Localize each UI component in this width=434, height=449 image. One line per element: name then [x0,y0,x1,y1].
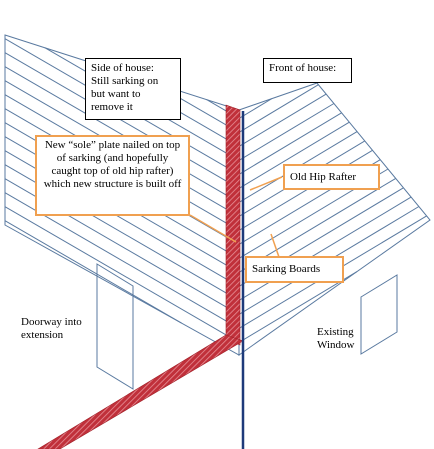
sarking-board-line [238,84,319,133]
side-of-house-label: Side of house: Still sarking on but want… [85,58,181,120]
front-of-house-text: Front of house: [269,62,337,74]
hip-rafter-leader [249,176,283,191]
sarking-board-line [238,112,342,175]
side-of-house-text: Side of house: Still sarking on but want… [91,62,159,113]
sarking-leader [270,233,281,261]
doorway-outline [96,263,134,390]
existing-window-label: Existing Window [317,326,365,352]
sole-plate-leader [189,214,237,243]
existing-window-text: Existing Window [317,326,355,351]
doorway-label: Doorway into extension [21,316,99,342]
sole-plate-label: New “sole” plate nailed on top of sarkin… [35,135,190,216]
window-outline [360,274,398,355]
sarking-board-line [238,103,335,161]
sarking-board-line [238,121,350,189]
sarking-board-line [238,149,373,231]
front-sarking-boards [238,84,427,343]
sole-plate-text: New “sole” plate nailed on top of sarkin… [43,139,182,190]
sarking-board-line [238,196,412,301]
sarking-board-line [4,220,182,324]
sarking-board-line [4,52,240,189]
old-hip-rafter-label: Old Hip Rafter [283,164,380,190]
doorway-text: Doorway into extension [21,316,82,341]
sarking-board-line [238,98,273,119]
sarking-boards-text: Sarking Boards [252,263,321,275]
front-roof-plane [238,82,431,356]
sarking-boards-label: Sarking Boards [245,256,344,283]
sarking-board-line [238,93,327,147]
sole-plate-diagonal [37,334,244,449]
sarking-board-line [238,271,358,343]
front-roof-outline [238,82,431,356]
sarking-board-line [4,206,240,343]
front-of-house-label: Front of house: [263,58,352,83]
sole-plate [225,104,241,346]
old-hip-rafter-text: Old Hip Rafter [290,171,356,183]
sarking-board-line [4,66,240,203]
